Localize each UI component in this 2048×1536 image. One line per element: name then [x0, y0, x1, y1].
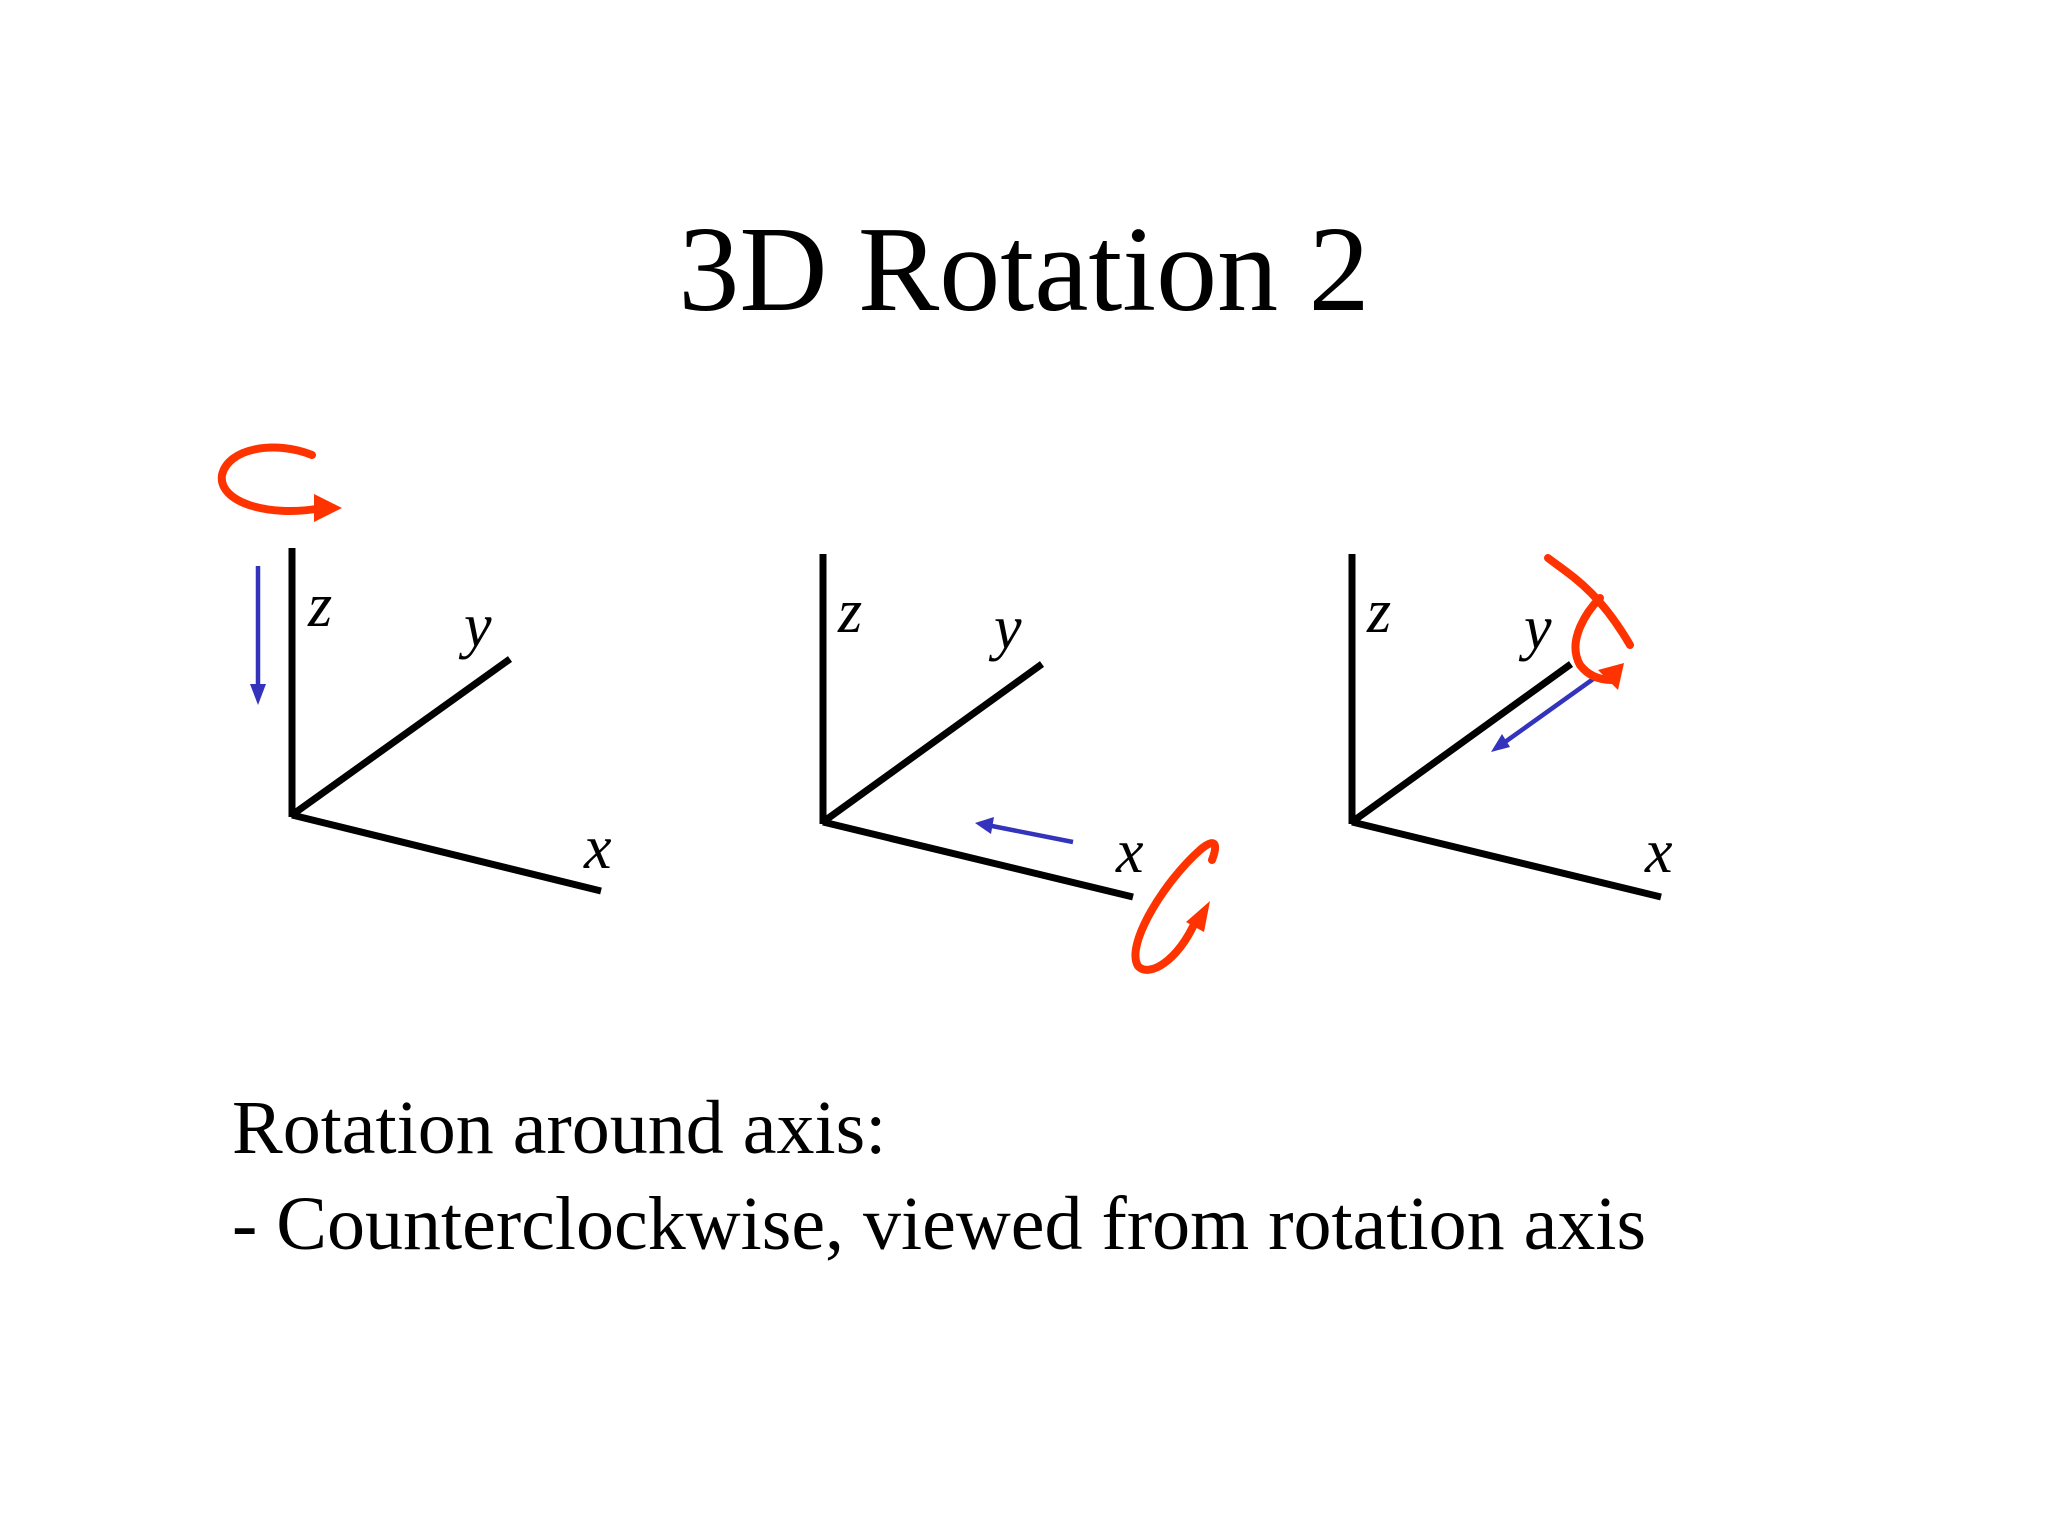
x-axis-line [291, 811, 602, 895]
z-axis-label: z [307, 572, 332, 640]
x-axis-label: x [1644, 818, 1673, 886]
y-axis-label: y [988, 594, 1022, 662]
x-axis-line [1351, 818, 1662, 901]
x-axis-label: x [583, 814, 612, 882]
y-axis-label: y [1518, 594, 1552, 662]
z-axis-label: z [1366, 578, 1391, 646]
diagram-rotation-y: z y x [1348, 554, 1673, 901]
y-axis-label: y [458, 592, 492, 660]
slide-title: 3D Rotation 2 [678, 202, 1370, 337]
diagram-rotation-z: z y x [217, 443, 612, 895]
body-line-bullet: - Counterclockwise, viewed from rotation… [232, 1182, 1647, 1266]
view-direction-arrow-icon [975, 817, 1074, 845]
rotation-arc-icon [217, 443, 342, 522]
x-axis-label: x [1115, 818, 1144, 886]
y-axis-line [1349, 661, 1574, 825]
y-axis-line [289, 656, 513, 818]
rotation-arc-icon [1131, 839, 1220, 974]
rotation-arc-icon [1544, 554, 1634, 690]
view-direction-arrow-icon [250, 566, 266, 705]
body-line-heading: Rotation around axis: [232, 1086, 887, 1170]
slide-body: Rotation around axis: - Counterclockwise… [232, 1080, 1646, 1272]
view-direction-arrow-icon [1491, 675, 1598, 752]
z-axis-label: z [837, 578, 862, 646]
x-axis-line [822, 818, 1134, 901]
diagram-rotation-x: z y x [819, 554, 1220, 974]
y-axis-line [820, 661, 1045, 825]
